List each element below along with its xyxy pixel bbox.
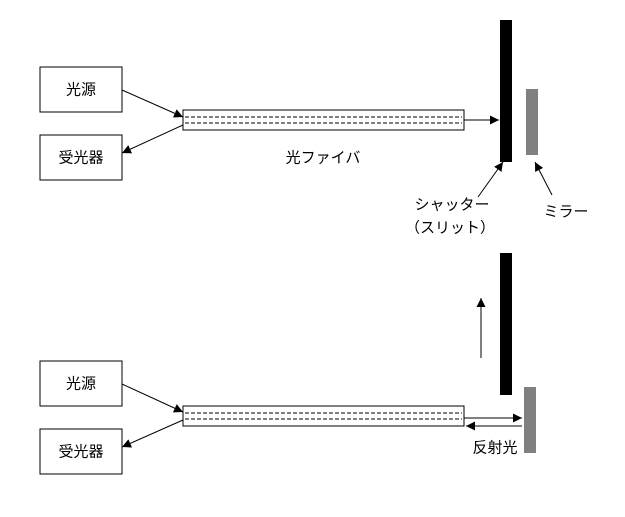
top-diagram: 光源 受光器 光ファイバ シャッター （スリット） ミラー (39, 20, 589, 237)
shutter-label-sub: （スリット） (405, 219, 495, 237)
mirror (524, 387, 536, 453)
shutter-slit (500, 20, 512, 162)
shutter-label: シャッター (414, 196, 489, 214)
optical-fiber (182, 405, 465, 427)
light-source-label: 光源 (66, 375, 96, 393)
fiber-label: 光ファイバ (286, 149, 361, 167)
light-source-box (39, 66, 123, 113)
receiver-box (39, 134, 123, 181)
mirror-pointer-arrow (534, 161, 553, 196)
receiver-label: 受光器 (58, 149, 103, 167)
mirror (526, 89, 538, 155)
source-to-fiber-arrow (121, 89, 184, 118)
shutter-pointer-arrow (477, 161, 504, 198)
bottom-diagram: 光源 受光器 反射光 (39, 253, 536, 475)
receiver-label: 受光器 (58, 443, 103, 461)
fiber-to-receiver-arrow (121, 124, 184, 154)
light-source-label: 光源 (66, 81, 96, 99)
shutter-slit-raised (500, 253, 512, 395)
optical-fiber (182, 109, 465, 131)
mirror-label: ミラー (543, 203, 588, 221)
light-source-box (39, 360, 123, 407)
reflected-light-label: 反射光 (472, 439, 517, 457)
fiber-to-receiver-arrow (121, 419, 184, 448)
receiver-box (39, 428, 123, 475)
source-to-fiber-arrow (121, 383, 184, 413)
